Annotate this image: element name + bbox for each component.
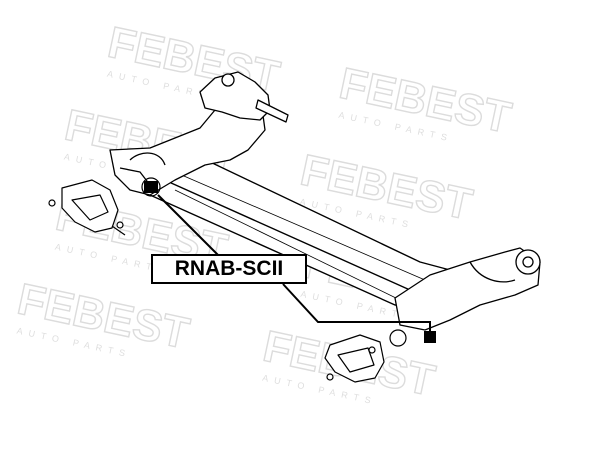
right-bushing (389, 329, 436, 347)
leader-line-right (282, 283, 431, 331)
right-trailing-arm (394, 247, 541, 331)
leader-line-left (157, 194, 219, 256)
right-bracket (324, 334, 385, 383)
left-bracket (48, 179, 126, 236)
left-bushing (141, 177, 161, 197)
leader-lines (157, 194, 431, 331)
left-trailing-arm (109, 71, 289, 196)
part-number-label: RNAB-SCII (151, 254, 307, 284)
